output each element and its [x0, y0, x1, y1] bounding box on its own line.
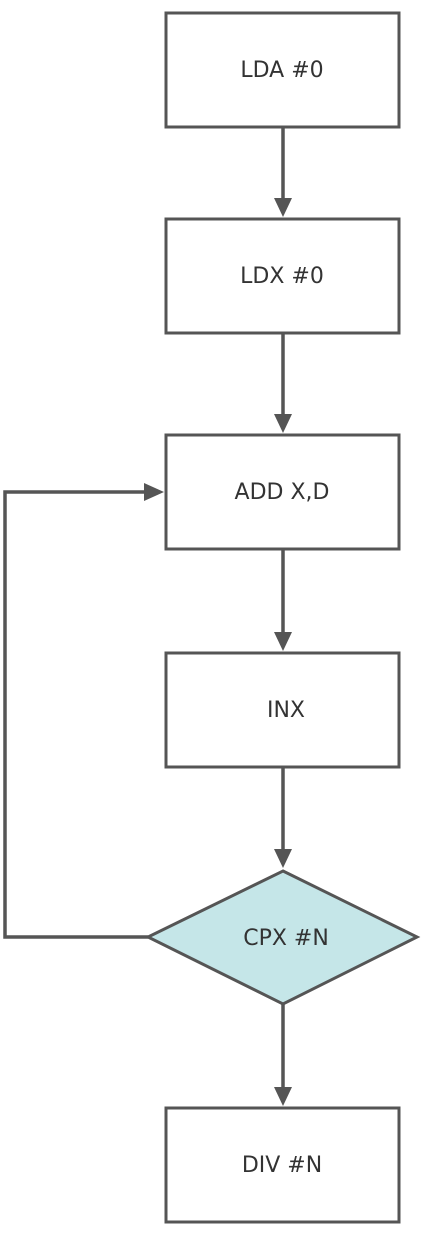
- arrowhead-loop: [144, 483, 164, 501]
- node-div: DIV #N: [164, 1106, 401, 1224]
- node-lda: LDA #0: [164, 11, 401, 129]
- node-label-cpx: CPX #N: [243, 926, 329, 951]
- node-label-lda: LDA #0: [240, 58, 323, 83]
- node-cpx: CPX #N: [144, 869, 421, 1006]
- process-box-lda: [164, 11, 401, 129]
- node-ldx: LDX #0: [164, 217, 401, 335]
- arrowhead-div: [274, 1087, 292, 1106]
- node-label-ldx: LDX #0: [240, 264, 324, 289]
- node-label-add: ADD X,D: [235, 480, 330, 505]
- node-add: ADD X,D: [164, 433, 401, 551]
- process-box-add: [164, 433, 401, 551]
- process-box-div: [164, 1106, 401, 1224]
- arrowhead-inx: [274, 632, 292, 651]
- node-label-div: DIV #N: [242, 1153, 322, 1178]
- edges: [3, 127, 292, 1106]
- arrowhead-ldx: [274, 198, 292, 217]
- process-box-inx: [164, 651, 401, 769]
- arrowhead-cpx: [274, 849, 292, 868]
- node-label-inx: INX: [267, 698, 305, 723]
- arrowhead-add: [274, 414, 292, 433]
- node-inx: INX: [164, 651, 401, 769]
- decision-diamond-cpx: [144, 869, 421, 1006]
- edge-loop-cpx-to-add: [3, 490, 148, 939]
- process-box-ldx: [164, 217, 401, 335]
